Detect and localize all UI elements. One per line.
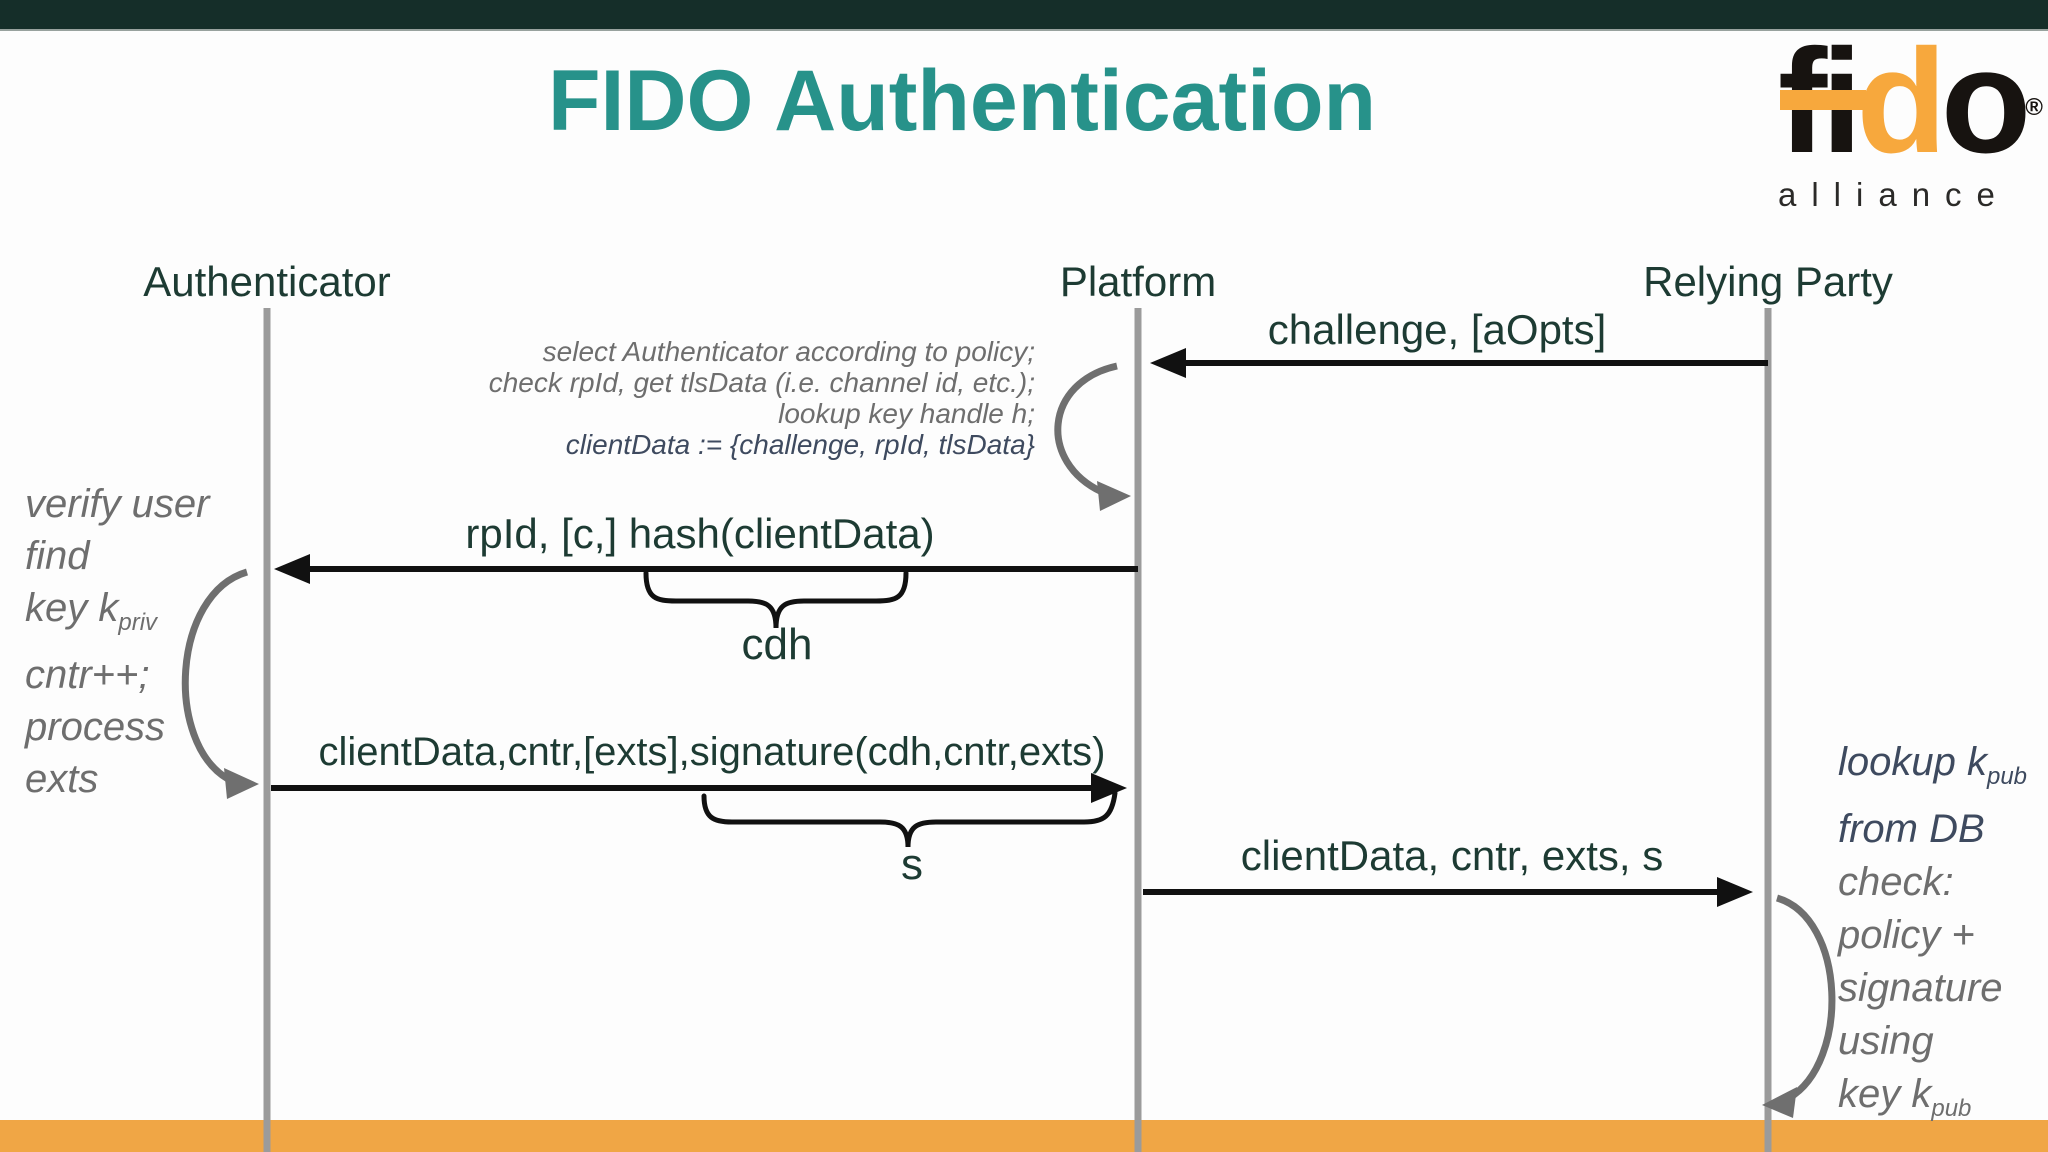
authenticator-note-line: key kpriv xyxy=(25,586,158,636)
logo-letter-o: o xyxy=(1940,19,2031,184)
logo-orange-bar xyxy=(1780,90,1866,110)
rp-note-line: from DB xyxy=(1838,807,1985,851)
subscript-pub: pub xyxy=(1986,763,2028,790)
platform-note-line: lookup key handle h; xyxy=(778,398,1035,429)
cdh-brace-label: cdh xyxy=(741,620,813,669)
arrow-rpid-hash xyxy=(274,554,1138,584)
rp-note-line: policy + xyxy=(1838,913,1975,957)
subscript-priv: priv xyxy=(118,609,158,636)
footer-bar xyxy=(0,1120,2048,1152)
authenticator-note-line: process xyxy=(25,705,166,749)
rp-note-line: check: xyxy=(1838,860,1954,904)
top-bar xyxy=(0,0,2048,31)
subscript-pub: pub xyxy=(1931,1095,1972,1122)
platform-note-line: clientData := {challenge, rpId, tlsData} xyxy=(565,429,1035,460)
authenticator-self-loop-arrow xyxy=(181,568,259,799)
platform-note-line: select Authenticator according to policy… xyxy=(542,336,1035,367)
platform-processing-note: select Authenticator according to policy… xyxy=(489,336,1035,460)
lane-label-platform: Platform xyxy=(1059,258,1217,305)
arrow-client-data-sig xyxy=(271,773,1127,803)
authenticator-note-line: exts xyxy=(25,757,99,801)
relying-party-self-loop-arrow xyxy=(1762,894,1836,1118)
page-title: FIDO Authentication xyxy=(547,53,1377,149)
authenticator-note-line: cntr++; xyxy=(25,653,150,697)
cdh-brace xyxy=(643,570,909,629)
arrow-client-data-fwd xyxy=(1143,877,1753,907)
registered-mark: ® xyxy=(2025,94,2043,121)
fido-alliance-logo: fido® alliance xyxy=(1778,28,2043,214)
message-label-client-data-fwd: clientData, cntr, exts, s xyxy=(1240,832,1664,879)
s-brace-label: s xyxy=(901,840,923,889)
rp-note-line: lookup kpub xyxy=(1838,740,2028,790)
message-label-challenge: challenge, [aOpts] xyxy=(1267,306,1607,353)
logo-subtext: alliance xyxy=(1778,176,2010,213)
lane-label-relying-party: Relying Party xyxy=(1643,258,1893,305)
lane-label-authenticator: Authenticator xyxy=(143,258,391,305)
rp-note-line: using xyxy=(1838,1019,1934,1063)
authenticator-note-line: verify user xyxy=(25,482,210,526)
authenticator-processing-note: verify user find key kpriv cntr++; proce… xyxy=(25,478,210,805)
lifeline-authenticator xyxy=(263,308,271,1152)
relying-party-processing-note: lookup kpub from DB check: policy + sign… xyxy=(1838,736,2027,1135)
message-label-rpid-hash: rpId, [c,] hash(clientData) xyxy=(465,510,935,557)
platform-self-loop-arrow xyxy=(1054,362,1131,511)
rp-note-line: key kpub xyxy=(1838,1072,1972,1122)
arrow-challenge xyxy=(1150,348,1768,378)
logo-letter-d: d xyxy=(1856,19,1946,184)
lifeline-relying-party xyxy=(1764,308,1772,1152)
authenticator-note-line: find xyxy=(25,534,90,578)
s-brace xyxy=(701,790,1118,848)
rp-note-line: signature xyxy=(1838,966,2003,1010)
message-label-client-data-sig: clientData,cntr,[exts],signature(cdh,cnt… xyxy=(318,730,1106,774)
logo-wordmark: fido® xyxy=(1778,28,2043,176)
lifeline-platform xyxy=(1134,308,1142,1152)
platform-note-line: check rpId, get tlsData (i.e. channel id… xyxy=(488,367,1035,398)
